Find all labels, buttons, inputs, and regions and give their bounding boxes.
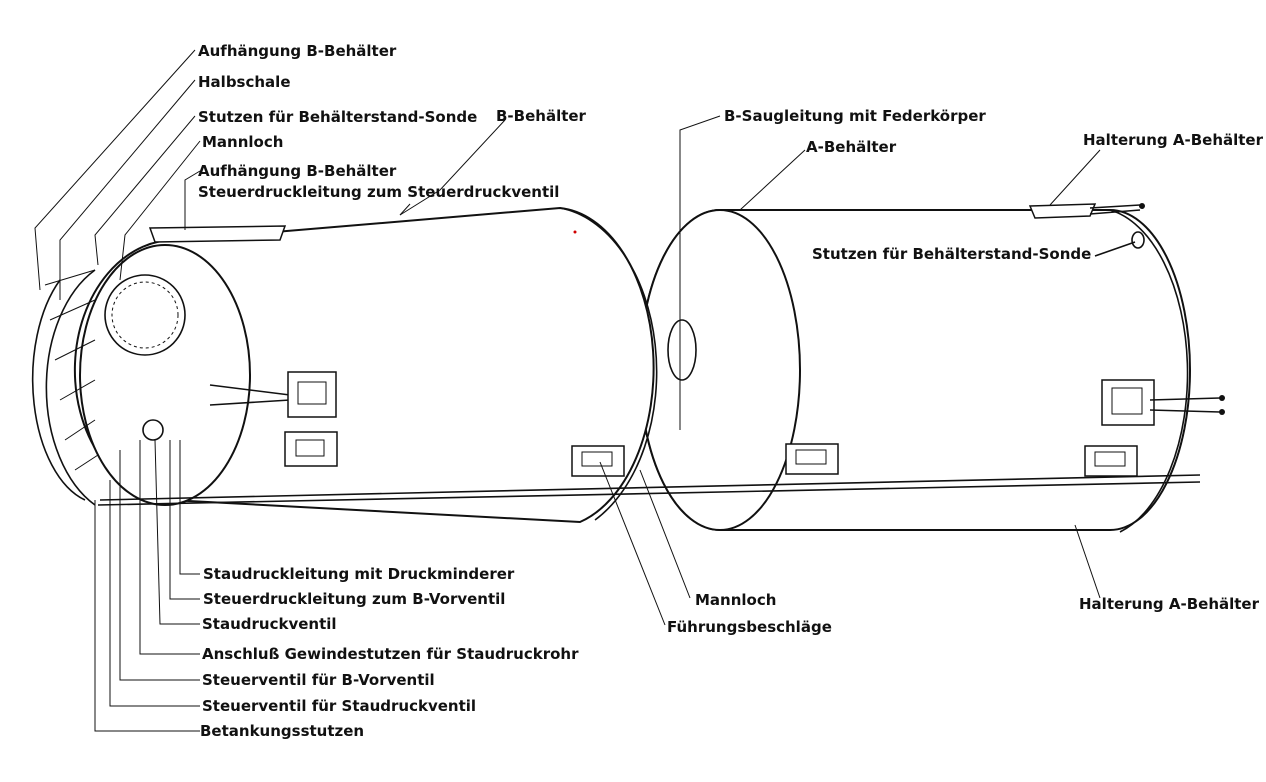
label-betankung: Betankungsstutzen [200,722,365,740]
label-stutzen-a: Stutzen für Behälterstand-Sonde [812,245,1092,263]
half-shell [45,269,96,506]
label-staudruckleitung: Staudruckleitung mit Druckminderer [203,565,515,583]
b-hanger-top [148,225,287,243]
label-halbschale: Halbschale [198,73,291,91]
a-bracket [1101,379,1155,426]
label-b-behaelter: B-Behälter [496,107,586,125]
leader-lines [34,49,1136,732]
label-mannloch-a: Mannloch [695,591,777,609]
manhole-b [104,274,186,356]
label-anschluss: Anschluß Gewindestutzen für Staudruckroh… [202,645,579,663]
label-halterung-a-top: Halterung A-Behälter [1083,131,1263,149]
label-halterung-a-bottom: Halterung A-Behälter [1079,595,1259,613]
b-bracket-2 [284,431,338,467]
label-staudruckventil: Staudruckventil [202,615,337,633]
a-guide-plate-2 [1084,445,1138,477]
a-hanger-top [1028,203,1097,219]
a-guide-plate-1 [785,443,839,475]
label-steuerventil-b: Steuerventil für B-Vorventil [202,671,435,689]
a-level-port [1131,231,1145,249]
label-steuerdruck-steuerventil: Steuerdruckleitung zum Steuerdruckventil [198,183,560,201]
label-aufhaengung-b-1: Aufhängung B-Behälter [198,42,397,60]
label-fuehrung: Führungsbeschläge [667,618,832,636]
b-bracket-1 [287,371,337,418]
label-b-saugleitung: B-Saugleitung mit Federkörper [724,107,986,125]
label-steuerventil-stau: Steuerventil für Staudruckventil [202,697,477,715]
label-mannloch-b: Mannloch [202,133,284,151]
label-stutzen-b: Stutzen für Behälterstand-Sonde [198,108,478,126]
b-suction-flange [667,319,697,381]
label-a-behaelter: A-Behälter [806,138,897,156]
label-steuerdruck-vorventil: Steuerdruckleitung zum B-Vorventil [203,590,506,608]
b-tank [73,206,1201,524]
label-aufhaengung-b-2: Aufhängung B-Behälter [198,162,397,180]
red-dot [573,230,577,234]
b-guide-plate [571,445,625,477]
